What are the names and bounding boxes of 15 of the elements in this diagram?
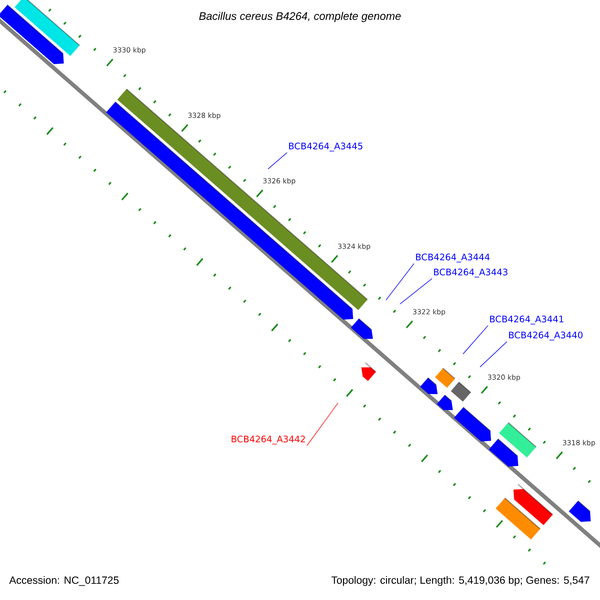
leader-line: [306, 402, 338, 446]
gene-label: BCB4264_A3444: [416, 254, 490, 262]
gene-label: BCB4264_A3440: [509, 332, 583, 340]
leader-line: [462, 325, 488, 354]
leader-line: [400, 278, 432, 304]
leader-line: [480, 341, 508, 368]
gene-label: BCB4264_A3442: [232, 436, 305, 444]
gene-label: BCB4264_A3443: [434, 268, 508, 278]
gene-label: BCB4264_A3445: [289, 142, 362, 152]
gene-label: BCB4264_A3441: [490, 316, 564, 324]
leader-line: [268, 152, 288, 170]
leader-line: [386, 263, 414, 300]
title: Bacillus cereus B4264, complete genome: [199, 12, 401, 22]
accession-text: Accession: NC_011725: [9, 576, 119, 586]
info-text: Topology: circular; Length: 5,419,036 bp; Genes: 5,547: [331, 576, 590, 586]
